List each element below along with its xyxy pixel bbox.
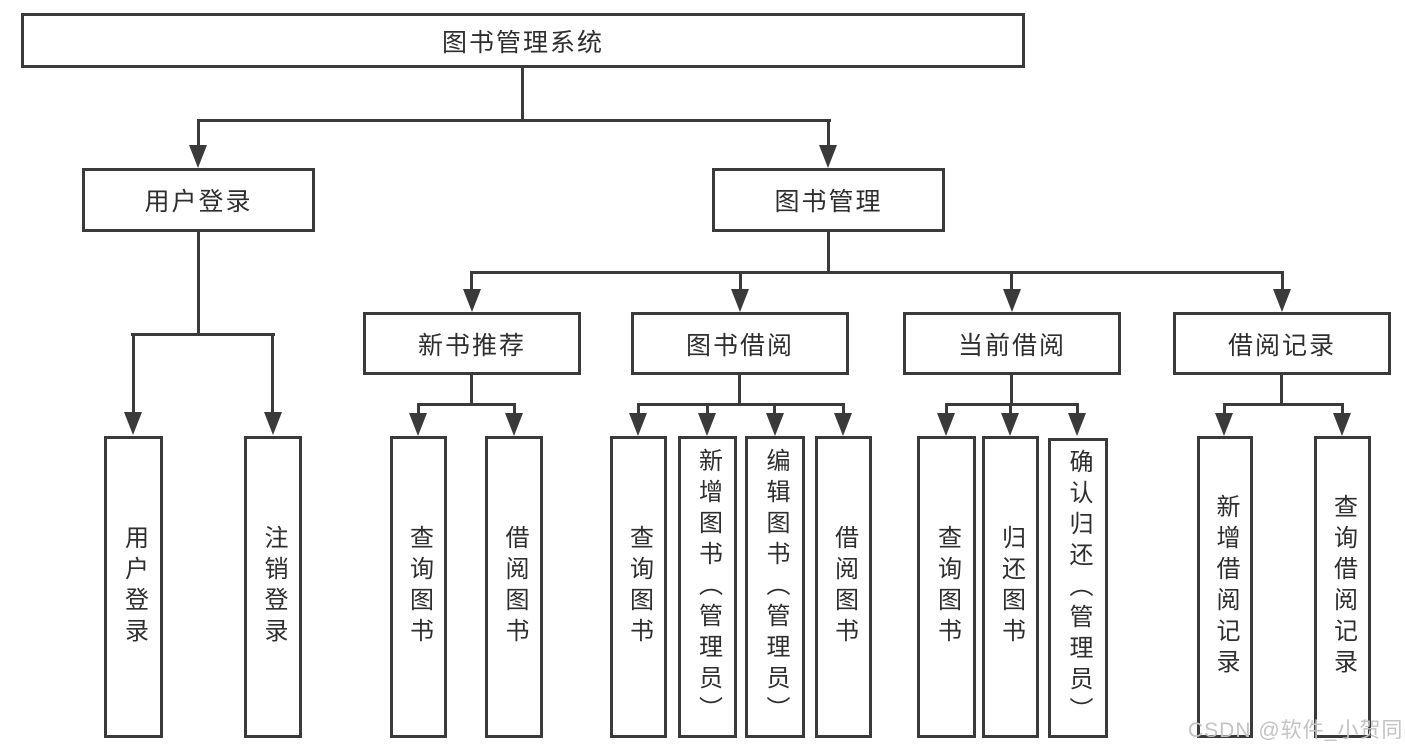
node-current-borrow-label: 当前借阅: [957, 331, 1066, 360]
connector: [521, 68, 524, 122]
connector: [197, 232, 200, 336]
arrowhead-icon: [505, 413, 523, 436]
leaf-user-login-label: 用户登录: [120, 525, 148, 649]
arrowhead-icon: [766, 413, 784, 436]
connector: [827, 232, 830, 274]
connector: [706, 403, 709, 414]
arrowhead-icon: [1273, 289, 1291, 312]
leaf-query-borrow-record-label: 查询借阅记录: [1329, 494, 1357, 680]
connector: [271, 333, 274, 414]
leaf-borrow-book-label: 借阅图书: [830, 525, 858, 649]
connector: [945, 403, 948, 414]
connector: [945, 403, 1079, 406]
connector: [1076, 403, 1079, 414]
leaf-logout-label: 注销登录: [260, 525, 287, 649]
node-current-borrow: 当前借阅: [903, 312, 1121, 375]
connector: [738, 375, 741, 406]
leaf-add-borrow-record: 新增借阅记录: [1197, 436, 1253, 738]
arrowhead-icon: [463, 289, 481, 312]
node-new-book-recommend-label: 新书推荐: [417, 331, 526, 360]
leaf-return-book: 归还图书: [982, 436, 1039, 738]
node-book-borrow: 图书借阅: [631, 312, 849, 375]
node-borrow-record: 借阅记录: [1173, 312, 1391, 375]
leaf-borrow-book-label: 借阅图书: [501, 525, 528, 649]
leaf-query-book-label: 查询图书: [625, 525, 653, 649]
arrowhead-icon: [937, 413, 955, 436]
connector: [131, 333, 275, 336]
node-user-login: 用户登录: [82, 168, 315, 232]
connector: [773, 403, 776, 414]
node-book-borrow-label: 图书借阅: [685, 331, 794, 360]
leaf-add-book-admin-label: 新增图书（管理员）: [694, 447, 722, 727]
node-book-management-label: 图书管理: [774, 188, 883, 216]
leaf-return-book-label: 归还图书: [997, 525, 1025, 649]
connector: [637, 403, 845, 406]
leaf-logout: 注销登录: [244, 436, 302, 738]
arrowhead-icon: [1068, 413, 1086, 436]
leaf-add-book-admin: 新增图书（管理员）: [678, 436, 737, 738]
csdn-watermark: CSDN @软件_小贺同学: [1188, 719, 1405, 742]
connector: [470, 375, 473, 406]
connector: [827, 119, 830, 147]
arrowhead-icon: [1003, 289, 1021, 312]
connector: [197, 119, 831, 122]
connector: [470, 271, 1283, 274]
arrowhead-icon: [698, 413, 716, 436]
arrowhead-icon: [1333, 413, 1351, 436]
leaf-add-borrow-record-label: 新增借阅记录: [1212, 494, 1239, 680]
connector: [197, 119, 200, 147]
connector: [470, 271, 473, 290]
leaf-query-book-label: 查询图书: [405, 525, 433, 649]
leaf-borrow-book: 借阅图书: [815, 436, 872, 738]
arrowhead-icon: [731, 289, 749, 312]
leaf-borrow-book: 借阅图书: [485, 436, 543, 738]
arrowhead-icon: [189, 145, 207, 168]
leaf-user-login: 用户登录: [104, 436, 163, 738]
connector: [1280, 375, 1283, 406]
connector: [1009, 403, 1012, 414]
connector: [417, 403, 420, 414]
arrowhead-icon: [819, 145, 837, 168]
leaf-query-book-label: 查询图书: [933, 525, 961, 649]
connector: [1341, 403, 1344, 414]
arrowhead-icon: [409, 413, 427, 436]
arrowhead-icon: [629, 413, 647, 436]
arrowhead-icon: [264, 412, 282, 435]
node-user-login-label: 用户登录: [144, 188, 253, 216]
leaf-query-borrow-record: 查询借阅记录: [1314, 436, 1371, 738]
node-root: 图书管理系统: [21, 13, 1025, 68]
connector: [417, 403, 516, 406]
leaf-query-book: 查询图书: [917, 436, 976, 738]
arrowhead-icon: [834, 413, 852, 436]
connector: [132, 333, 135, 414]
node-borrow-record-label: 借阅记录: [1227, 331, 1336, 360]
connector: [1223, 403, 1226, 414]
node-book-management: 图书管理: [712, 168, 945, 232]
connector: [1010, 271, 1013, 290]
connector: [842, 403, 845, 414]
connector: [1010, 375, 1013, 406]
arrowhead-icon: [1001, 413, 1019, 436]
node-new-book-recommend: 新书推荐: [363, 312, 581, 375]
connector: [1281, 271, 1284, 290]
leaf-confirm-return-admin-label: 确认归还（管理员）: [1065, 448, 1092, 728]
connector: [637, 403, 640, 414]
connector: [1223, 403, 1344, 406]
connector: [739, 271, 742, 290]
leaf-edit-book-admin-label: 编辑图书（管理员）: [762, 447, 789, 727]
leaf-edit-book-admin: 编辑图书（管理员）: [745, 436, 805, 738]
leaf-query-book: 查询图书: [610, 436, 667, 738]
node-root-label: 图书管理系统: [441, 28, 604, 57]
arrowhead-icon: [124, 412, 142, 435]
leaf-query-book: 查询图书: [390, 436, 447, 738]
connector: [513, 403, 516, 414]
leaf-confirm-return-admin: 确认归还（管理员）: [1048, 438, 1108, 738]
arrowhead-icon: [1215, 413, 1233, 436]
